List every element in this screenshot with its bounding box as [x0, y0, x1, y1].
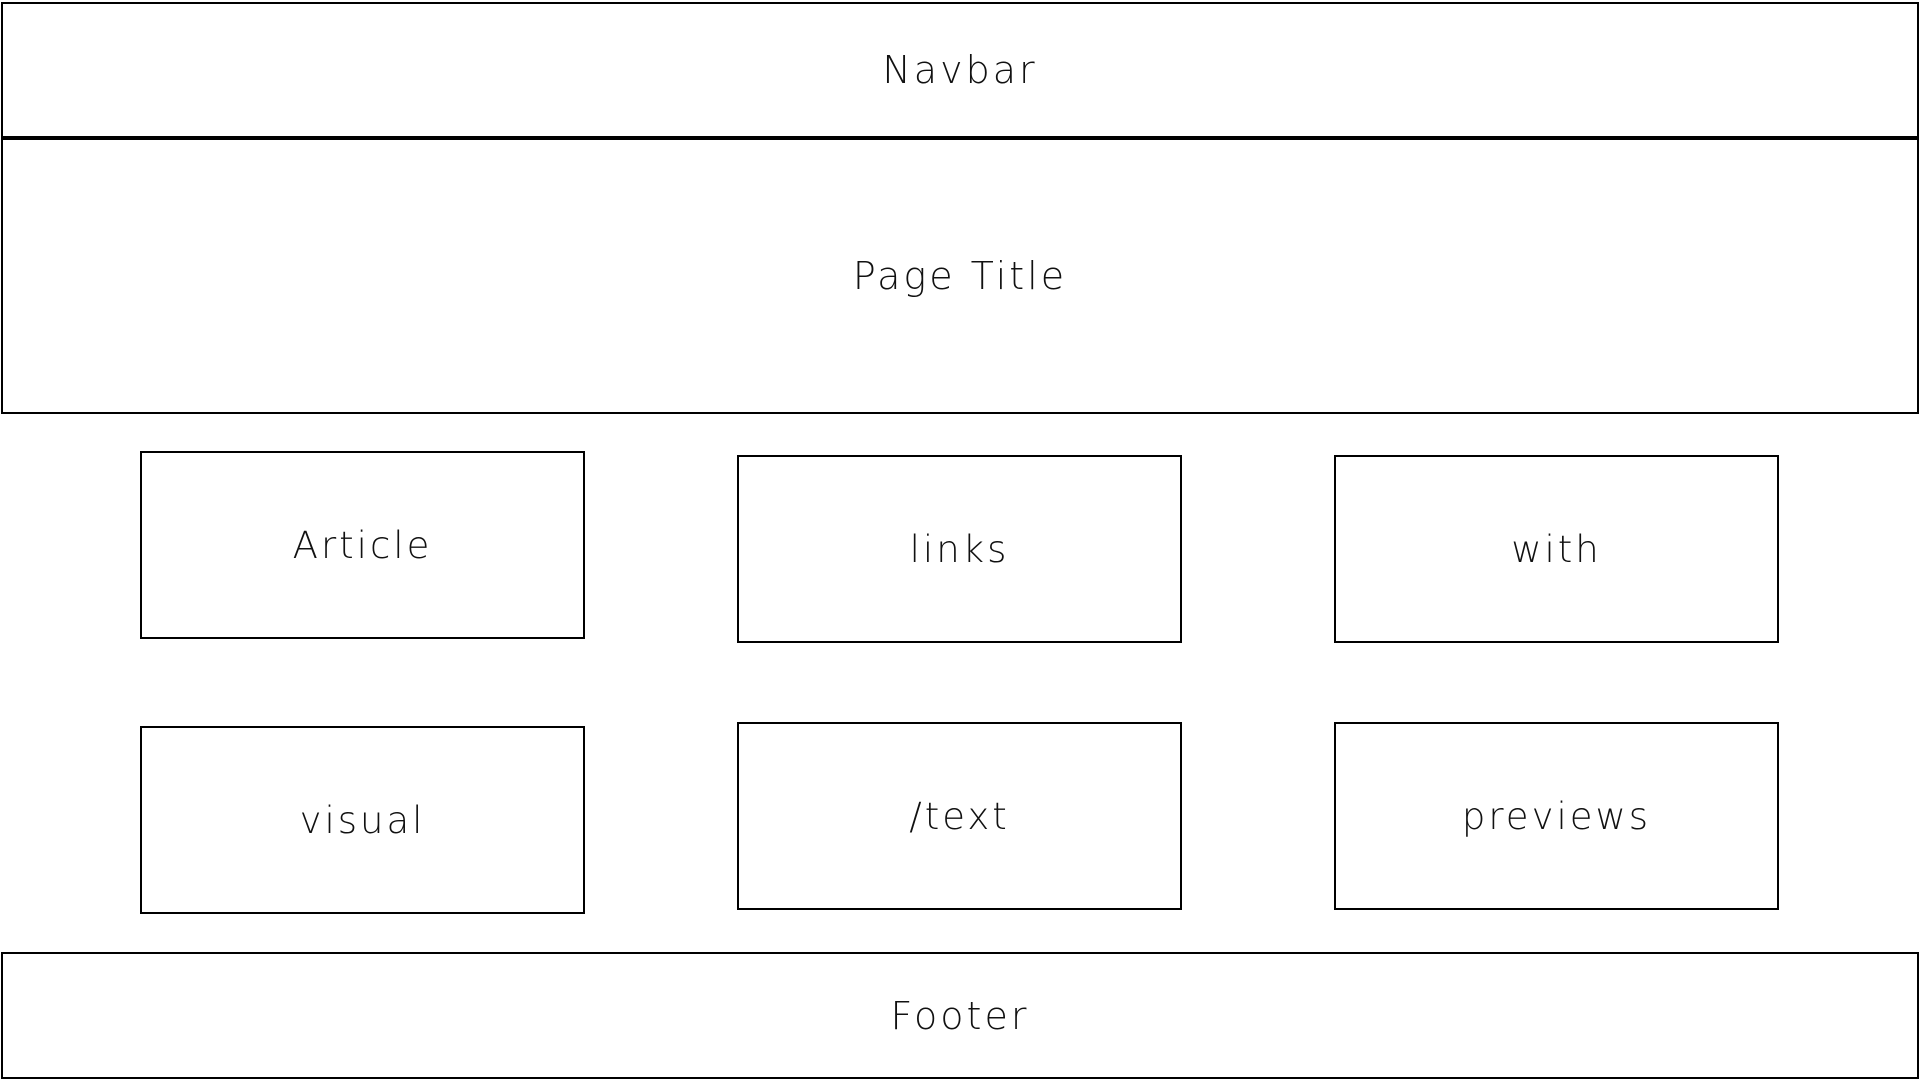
article-card[interactable]: Article: [140, 451, 585, 639]
footer: Footer: [1, 952, 1919, 1079]
navbar-label: Navbar: [882, 48, 1038, 92]
footer-label: Footer: [890, 993, 1030, 1038]
article-card-label: Article: [292, 523, 433, 567]
page-title-section: Page Title: [1, 140, 1919, 414]
article-card-label: previews: [1461, 794, 1652, 838]
article-card[interactable]: links: [737, 455, 1182, 643]
article-card[interactable]: /text: [737, 722, 1182, 910]
article-card[interactable]: visual: [140, 726, 585, 914]
article-card-label: with: [1511, 527, 1602, 571]
page-title: Page Title: [852, 254, 1068, 298]
article-card-label: visual: [299, 798, 426, 842]
article-card[interactable]: previews: [1334, 722, 1779, 910]
navbar[interactable]: Navbar: [1, 2, 1919, 142]
article-card-label: links: [909, 527, 1010, 571]
article-card-label: /text: [909, 794, 1010, 838]
article-card[interactable]: with: [1334, 455, 1779, 643]
